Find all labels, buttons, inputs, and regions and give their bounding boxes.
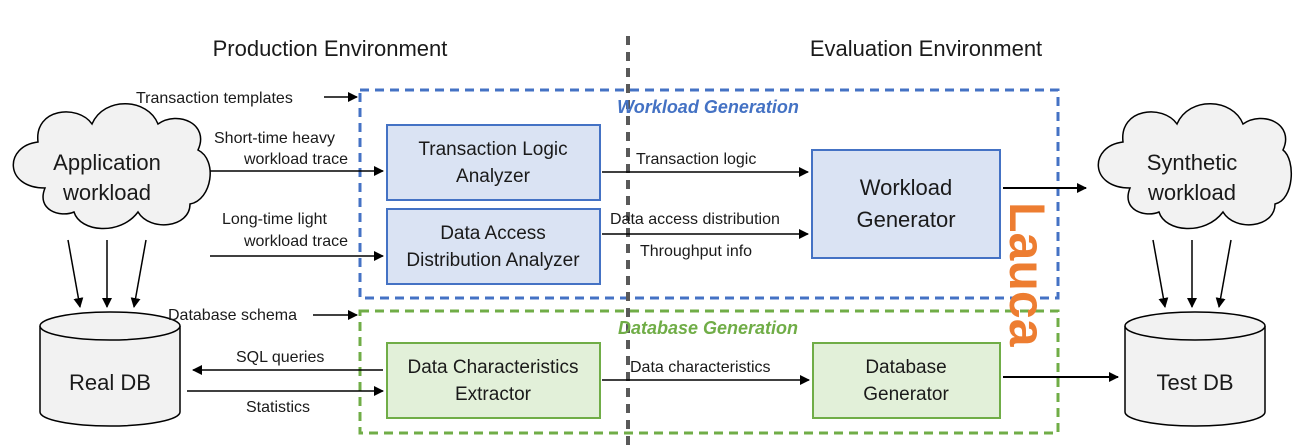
box-line-1: Data Access	[440, 223, 546, 244]
short-trace-label-2: workload trace	[243, 151, 348, 168]
right-cloud-to-db-arrows	[1152, 239, 1232, 308]
real-db-label: Real DB	[69, 370, 151, 395]
workload-generator-box: Workload Generator	[811, 149, 1001, 259]
data-characteristics-label: Data characteristics	[630, 359, 771, 376]
sql-queries-label: SQL queries	[236, 349, 324, 366]
synthetic-workload-cloud: Synthetic workload	[1097, 103, 1293, 230]
box-line-2: Distribution Analyzer	[406, 250, 580, 271]
box-line-2: Analyzer	[456, 166, 531, 187]
box-line-1: Workload	[860, 175, 953, 200]
database-generator-box: Database Generator	[812, 342, 1001, 419]
database-generation-group	[358, 309, 1060, 435]
transaction-logic-label: Transaction logic	[636, 151, 756, 168]
statistics-label: Statistics	[246, 399, 310, 416]
box-line-2: Generator	[863, 384, 949, 405]
workload-generation-title: Workload Generation	[617, 97, 799, 117]
data-access-distribution-analyzer-box: Data Access Distribution Analyzer	[386, 208, 601, 285]
box-line-2: Generator	[856, 207, 955, 232]
throughput-info-label: Throughput info	[640, 243, 752, 260]
cloud-line-1: Synthetic	[1147, 150, 1238, 175]
box-line-1: Transaction Logic	[418, 139, 567, 160]
data-access-distribution-label: Data access distribution	[610, 211, 780, 228]
data-characteristics-extractor-box: Data Characteristics Extractor	[386, 342, 601, 419]
long-trace-label-1: Long-time light	[222, 211, 328, 228]
left-cloud-to-db-arrows	[67, 239, 147, 308]
transaction-logic-analyzer-box: Transaction Logic Analyzer	[386, 124, 601, 201]
box-line-1: Data Characteristics	[407, 357, 578, 378]
test-db-cylinder: Test DB	[1124, 311, 1266, 427]
long-trace-label-2: workload trace	[243, 233, 348, 250]
box-line-2: Extractor	[455, 384, 532, 405]
test-db-label: Test DB	[1156, 370, 1233, 395]
database-generation-title: Database Generation	[618, 318, 798, 338]
workload-generation-group	[358, 88, 1060, 300]
lauca-brand-label: Lauca	[999, 202, 1055, 348]
cloud-line-2: workload	[1147, 180, 1236, 205]
application-workload-cloud: Application workload	[12, 103, 211, 230]
box-line-1: Database	[865, 357, 946, 378]
production-environment-header: Production Environment	[213, 36, 448, 61]
transaction-templates-label: Transaction templates	[136, 90, 293, 107]
database-schema-label: Database schema	[168, 307, 297, 324]
evaluation-environment-header: Evaluation Environment	[810, 36, 1042, 61]
real-db-cylinder: Real DB	[39, 311, 181, 427]
short-trace-label-1: Short-time heavy	[214, 130, 335, 147]
cloud-line-2: workload	[62, 180, 151, 205]
cloud-line-1: Application	[53, 150, 161, 175]
